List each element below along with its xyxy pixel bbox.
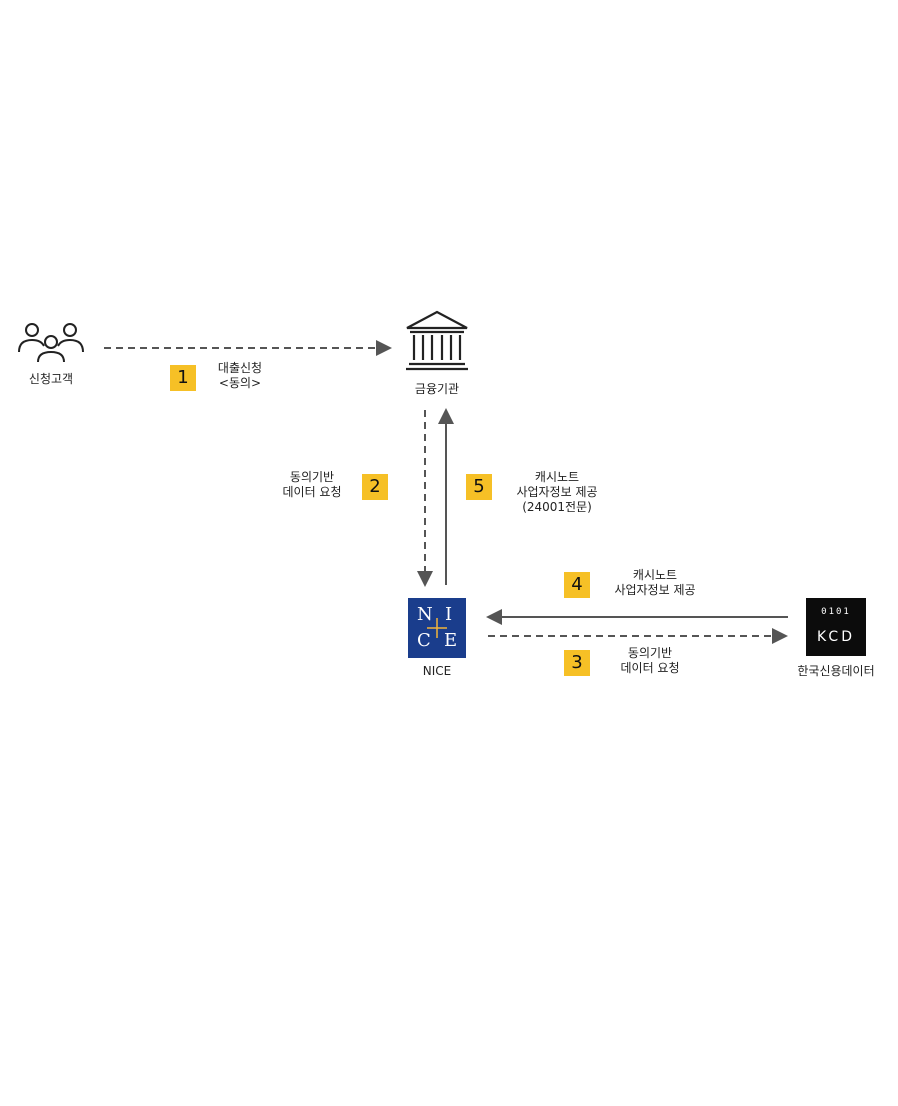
step-2-text: 동의기반 데이터 요청	[270, 470, 354, 500]
nice-label: NICE	[422, 664, 452, 678]
step-3-line-1: 동의기반	[627, 646, 673, 660]
step-5-line-2: 사업자정보 제공	[516, 485, 598, 499]
step-2-badge: 2	[362, 474, 388, 500]
nice-logo-letter-c: C	[417, 630, 431, 651]
step-5-badge: 5	[466, 474, 492, 500]
step-1-line-1: 대출신청	[217, 361, 263, 375]
kcd-label: 한국신용데이터	[797, 664, 875, 678]
step-2-line-1: 동의기반	[289, 470, 335, 484]
bank-node: 금융기관	[400, 308, 474, 400]
bank-label: 금융기관	[414, 382, 460, 396]
step-3-badge: 3	[564, 650, 590, 676]
step-1-text: 대출신청 <동의>	[200, 361, 280, 391]
nice-logo-letter-e: E	[444, 630, 458, 651]
customer-node: 신청고객	[14, 318, 88, 386]
step-5-text: 캐시노트 사업자정보 제공 (24001전문)	[502, 470, 612, 515]
kcd-logo-bits: 0101	[821, 607, 851, 617]
step-4-line-1: 캐시노트	[632, 568, 678, 582]
step-5-line-1: 캐시노트	[534, 470, 580, 484]
nice-logo: N I C E	[408, 598, 466, 658]
people-icon	[18, 323, 84, 363]
step-5-line-3: (24001전문)	[522, 500, 592, 514]
kcd-logo-text: KCD	[817, 629, 855, 645]
step-2-line-2: 데이터 요청	[282, 485, 342, 499]
step-1-line-2: <동의>	[218, 376, 262, 390]
nice-logo-cross	[427, 618, 447, 638]
customer-label: 신청고객	[28, 372, 74, 386]
step-4-badge: 4	[564, 572, 590, 598]
step-4-text: 캐시노트 사업자정보 제공	[600, 568, 710, 598]
nice-logo-letter-n: N	[417, 604, 433, 625]
kcd-logo: 0101 KCD	[806, 598, 866, 656]
step-3-text: 동의기반 데이터 요청	[608, 646, 692, 676]
nice-logo-letter-i: I	[445, 604, 453, 625]
step-3-line-2: 데이터 요청	[620, 661, 680, 675]
bank-icon	[406, 310, 468, 371]
step-4-line-2: 사업자정보 제공	[614, 583, 696, 597]
step-1-badge: 1	[170, 365, 196, 391]
